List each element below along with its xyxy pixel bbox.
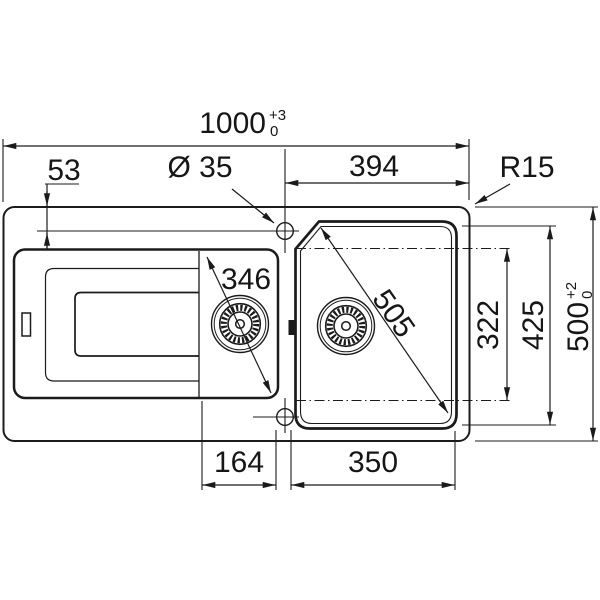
dim-overall-width-tol-plus: +3 <box>269 107 286 124</box>
dim-taphole-to-right-edge: 394 <box>285 150 469 187</box>
dim-bowl-opening-depth-value: 425 <box>517 300 550 350</box>
dim-overall-width-tol-minus: 0 <box>270 123 278 140</box>
leader-line <box>474 183 511 205</box>
leader-line <box>231 188 275 224</box>
dim-small-bowl-diagonal: 346 <box>206 256 272 394</box>
drainer-and-small-bowl-outline <box>12 248 280 400</box>
dim-overall-depth-tol-plus: +2 <box>563 282 580 299</box>
dim-main-bowl-width-value: 350 <box>348 446 398 479</box>
dim-bowl-base-depth: 322 <box>296 247 513 402</box>
dim-overall-depth-value: 500 <box>562 302 595 352</box>
drainer-overflow-slot <box>21 312 32 337</box>
dim-small-bowl-diagonal-value: 346 <box>221 263 271 296</box>
main-bowl-overflow-slot <box>288 320 296 335</box>
main-bowl-inner-line <box>299 225 453 425</box>
dim-overall-depth-tol-minus: 0 <box>579 291 596 299</box>
dim-corner-radius: R15 <box>474 151 555 205</box>
tap-hole-top <box>276 221 295 240</box>
dim-taphole-offset-value: 53 <box>47 154 80 187</box>
tap-holes <box>37 149 299 433</box>
dim-line <box>320 227 449 414</box>
dim-overall-depth: 500 +2 0 <box>475 206 598 442</box>
small-bowl-strainer <box>212 296 269 353</box>
sink-body <box>2 206 471 442</box>
dim-bowl-opening-depth: 425 <box>462 225 556 426</box>
dim-corner-radius-value: R15 <box>499 151 554 184</box>
dim-overall-width-value: 1000 <box>199 107 266 140</box>
dim-main-bowl-width: 350 <box>290 430 456 490</box>
main-bowl-outline <box>294 220 458 430</box>
dim-line <box>206 256 272 394</box>
dim-taphole-to-right-edge-value: 394 <box>349 150 399 183</box>
tap-hole-bottom <box>276 408 295 427</box>
dim-small-bowl-width-value: 164 <box>214 446 264 479</box>
dim-main-bowl-diagonal-value: 505 <box>366 284 422 344</box>
dim-overall-width: 1000 +3 0 <box>2 107 470 202</box>
dim-taphole-offset: 53 <box>43 154 81 250</box>
dim-main-bowl-diagonal: 505 <box>320 227 449 414</box>
drainer-recess-outer <box>44 267 199 382</box>
main-bowl-strainer <box>318 298 375 355</box>
dim-bowl-base-depth-value: 322 <box>472 300 505 350</box>
dim-taphole-diameter: Ø 35 <box>167 151 275 224</box>
dim-taphole-diameter-value: Ø 35 <box>167 151 232 184</box>
dim-small-bowl-width: 164 <box>201 401 277 490</box>
drainer-recess-inner <box>74 291 199 357</box>
sink-outer-rim <box>2 206 471 442</box>
